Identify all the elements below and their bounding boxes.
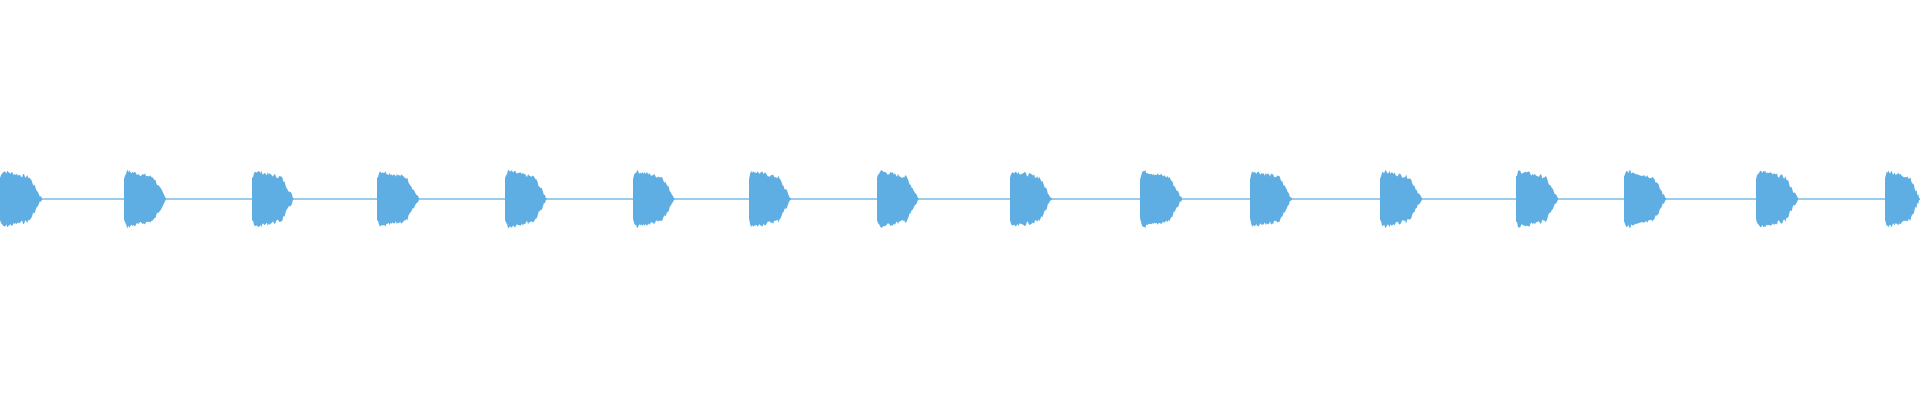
waveform-pulse	[377, 171, 419, 227]
waveform-pulse	[877, 170, 919, 228]
waveform-pulses	[0, 169, 1920, 229]
waveform-pulse	[505, 169, 547, 229]
waveform-pulse	[1140, 169, 1182, 229]
waveform-pulse	[1516, 170, 1558, 228]
waveform-pulse	[1380, 169, 1422, 229]
waveform-pulse	[1250, 171, 1292, 227]
waveform-pulse	[124, 169, 166, 229]
waveform-pulse	[0, 170, 42, 228]
waveform-pulse	[1624, 169, 1666, 229]
waveform-pulse	[633, 169, 675, 229]
waveform-pulse	[749, 170, 791, 228]
waveform-pulse	[1756, 170, 1798, 228]
waveform-pulse	[252, 170, 294, 228]
waveform-pulse	[1885, 170, 1920, 228]
waveform-pulse	[1010, 171, 1052, 227]
